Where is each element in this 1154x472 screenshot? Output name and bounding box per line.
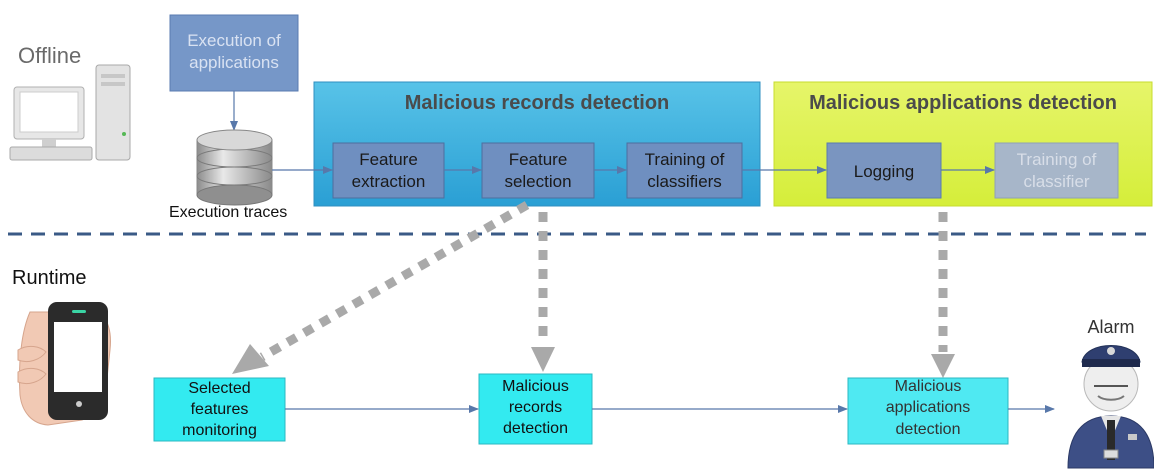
training-classifier-line-1: Training of — [1017, 150, 1097, 169]
records-detection-title: Malicious records detection — [405, 92, 670, 114]
database-icon — [196, 129, 273, 206]
monitoring-line-1: Selected — [188, 380, 250, 397]
monitoring-line-3: monitoring — [182, 422, 257, 439]
step-logging: Logging — [826, 142, 942, 199]
records-runtime-line-3: detection — [503, 420, 568, 437]
dashed-arrow-head-records — [531, 347, 555, 372]
phone-in-hand-icon — [17, 302, 111, 426]
feature-extraction-line-1: Feature — [359, 150, 418, 169]
step-training-of-classifier: Training of classifier — [994, 142, 1119, 199]
apps-runtime-line-1: Malicious — [895, 378, 962, 395]
runtime-selected-features-monitoring: Selected features monitoring — [153, 377, 286, 442]
alarm-label: Alarm — [1087, 317, 1134, 337]
apps-runtime-line-2: applications — [886, 399, 971, 416]
training-classifiers-line-1: Training of — [645, 150, 725, 169]
records-runtime-line-2: records — [509, 399, 562, 416]
dashed-arrow-head-monitoring — [232, 344, 269, 374]
dashed-arrow-head-apps — [931, 354, 955, 378]
apps-runtime-line-3: detection — [896, 421, 961, 438]
police-officer-icon — [1067, 345, 1154, 469]
logging-label: Logging — [854, 162, 915, 181]
monitoring-line-2: features — [191, 401, 249, 418]
runtime-malicious-applications-detection: Malicious applications detection — [847, 377, 1009, 445]
training-classifiers-line-2: classifiers — [647, 172, 722, 191]
runtime-malicious-records-detection: Malicious records detection — [478, 373, 593, 445]
execution-box-line-1: Execution of — [187, 31, 281, 50]
runtime-label: Runtime — [12, 267, 86, 289]
desktop-computer-icon — [9, 64, 131, 161]
applications-detection-title: Malicious applications detection — [809, 92, 1117, 114]
training-classifier-line-2: classifier — [1023, 172, 1089, 191]
step-feature-extraction: Feature extraction — [332, 142, 445, 199]
records-runtime-line-1: Malicious — [502, 378, 569, 395]
feature-selection-line-1: Feature — [509, 150, 568, 169]
feature-extraction-line-2: extraction — [352, 172, 426, 191]
execution-traces-label: Execution traces — [169, 204, 287, 221]
feature-selection-line-2: selection — [504, 172, 571, 191]
execution-of-applications-box: Execution of applications — [169, 14, 299, 92]
offline-label: Offline — [18, 43, 81, 68]
dashed-arrow-selection-to-monitoring — [259, 201, 530, 361]
execution-box-line-2: applications — [189, 53, 279, 72]
step-feature-selection: Feature selection — [481, 142, 595, 199]
step-training-of-classifiers: Training of classifiers — [626, 142, 743, 199]
